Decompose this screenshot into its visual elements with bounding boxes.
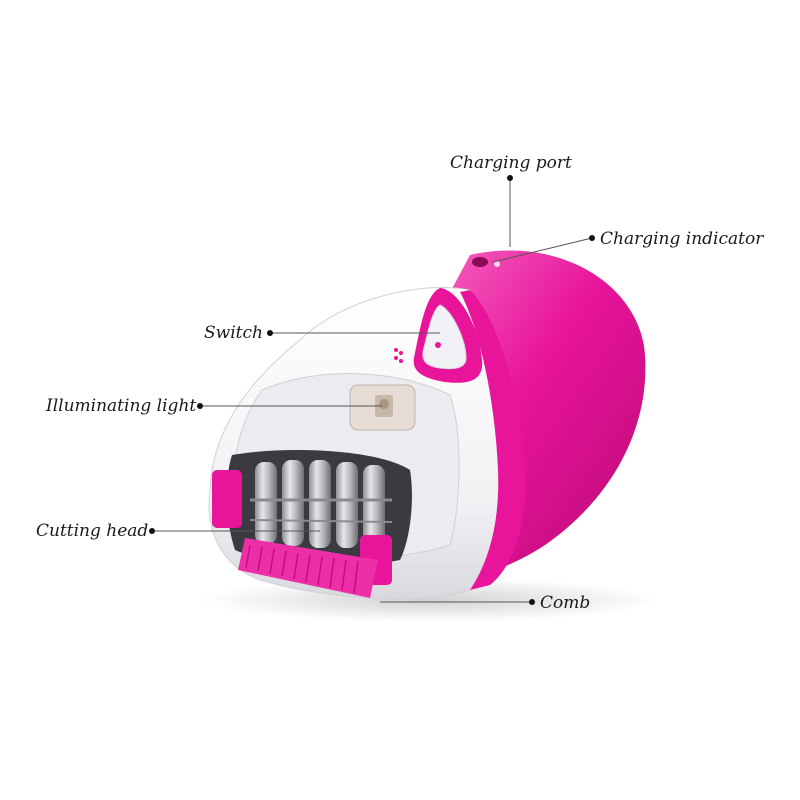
- callout-label-charging-port: Charging port: [450, 153, 572, 173]
- callout-illuminating-light: Illuminating light: [45, 396, 382, 416]
- cutting-discs: [249, 460, 393, 548]
- pink-swoosh: [460, 290, 526, 590]
- callout-switch: Switch: [204, 323, 440, 343]
- epilator-device: [208, 250, 646, 600]
- callout-label-charging-indicator: Charging indicator: [600, 229, 764, 249]
- callout-label-illuminating-light: Illuminating light: [45, 396, 196, 416]
- callout-charging-indicator: Charging indicator: [492, 229, 764, 263]
- speed-dots: [394, 348, 403, 363]
- callout-cutting-head: Cutting head: [36, 521, 320, 541]
- charging-port-hole: [472, 257, 488, 267]
- callouts: Charging port Charging indicator Switch …: [36, 153, 764, 613]
- callout-label-switch: Switch: [204, 323, 263, 343]
- head-side-left: [212, 470, 242, 528]
- callout-comb: Comb: [380, 593, 590, 613]
- comb: [238, 538, 378, 598]
- light-window: [349, 384, 416, 431]
- callout-label-cutting-head: Cutting head: [36, 521, 148, 541]
- charging-indicator-led: [494, 261, 500, 267]
- switch-button: [413, 288, 483, 383]
- callout-label-comb: Comb: [540, 593, 590, 613]
- callout-charging-port: Charging port: [450, 153, 572, 247]
